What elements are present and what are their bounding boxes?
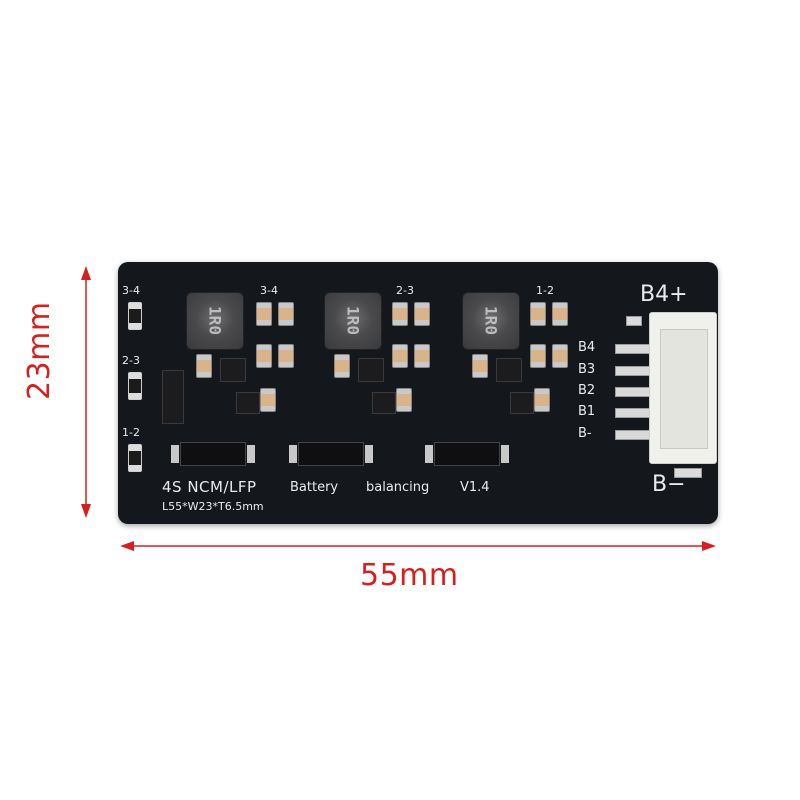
smd-capacitor — [392, 302, 408, 326]
smd-capacitor — [552, 344, 568, 368]
pin-label-b-minus: B- — [578, 426, 592, 441]
board-title-text: 4S NCM/LFP — [162, 478, 257, 496]
board-balancing-text: balancing — [366, 480, 430, 495]
led-indicator — [128, 302, 142, 330]
ic-chip — [358, 358, 384, 382]
ic-chip — [510, 392, 534, 414]
pin-label-b2: B2 — [578, 383, 596, 398]
smd-resistor — [334, 354, 350, 378]
ic-chip — [372, 392, 396, 414]
smd-resistor — [196, 354, 212, 378]
board-battery-text: Battery — [290, 480, 339, 495]
channel-label-3-4: 3-4 — [260, 284, 278, 297]
solder-pad — [626, 316, 642, 326]
pin-label-b4: B4 — [578, 340, 596, 355]
smd-capacitor — [530, 344, 546, 368]
width-dimension-label: 55mm — [360, 558, 459, 593]
smd-capacitor — [552, 302, 568, 326]
ic-chip — [220, 358, 246, 382]
smd-capacitor — [414, 344, 430, 368]
smd-capacitor — [530, 302, 546, 326]
balancer-board: 3-4 2-3 1-2 3-4 1R0 2-3 1R0 1-2 1R — [118, 262, 718, 524]
led-indicator — [128, 372, 142, 400]
connector-housing-slot — [660, 329, 708, 449]
pin-label-b3: B3 — [578, 362, 596, 377]
led-label-1-2: 1-2 — [122, 426, 140, 439]
led-indicator — [128, 444, 142, 472]
ic-chip — [236, 392, 260, 414]
jst-connector — [649, 312, 717, 464]
height-dimension-label: 23mm — [22, 301, 57, 400]
channel-label-1-2: 1-2 — [536, 284, 554, 297]
smd-capacitor — [392, 344, 408, 368]
channel-label-2-3: 2-3 — [396, 284, 414, 297]
smd-resistor — [472, 354, 488, 378]
led-label-2-3: 2-3 — [122, 354, 140, 367]
led-label-3-4: 3-4 — [122, 284, 140, 297]
smd-resistor — [396, 388, 412, 412]
smd-capacitor — [414, 302, 430, 326]
mosfet-component — [171, 442, 255, 466]
smd-resistor — [260, 388, 276, 412]
inductor-coil: 1R0 — [186, 292, 244, 350]
terminal-b4-plus-label: B4+ — [640, 282, 688, 307]
smd-resistor — [534, 388, 550, 412]
smd-capacitor — [278, 344, 294, 368]
smd-capacitor — [256, 302, 272, 326]
pin-label-b1: B1 — [578, 404, 596, 419]
smd-capacitor — [256, 344, 272, 368]
board-size-text: L55*W23*T6.5mm — [162, 500, 264, 513]
board-version-text: V1.4 — [460, 480, 490, 495]
solder-pad — [674, 468, 702, 478]
inductor-coil: 1R0 — [324, 292, 382, 350]
mosfet-component — [425, 442, 509, 466]
inductor-coil: 1R0 — [462, 292, 520, 350]
mosfet-component — [289, 442, 373, 466]
smd-capacitor — [278, 302, 294, 326]
diode-component — [162, 370, 184, 424]
ic-chip — [496, 358, 522, 382]
